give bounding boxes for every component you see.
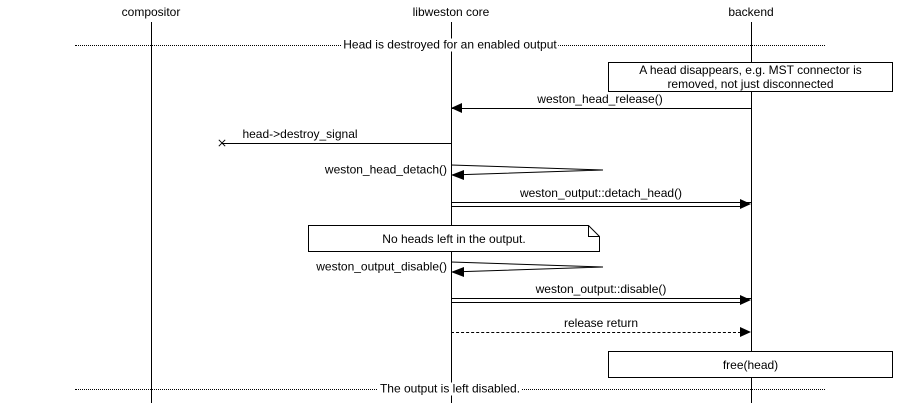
message-line-weston-head-release	[451, 108, 751, 109]
lifeline-libweston-core	[451, 22, 452, 403]
note-free-head-text: free(head)	[722, 357, 779, 372]
note-free-head: free(head)	[608, 351, 893, 378]
lifeline-compositor	[151, 22, 152, 403]
divider-label-bottom: The output is left disabled.	[377, 381, 523, 396]
message-label-release-return: release return	[560, 317, 642, 330]
lifeline-backend	[751, 22, 752, 403]
note-no-heads-left-text: No heads left in the output.	[382, 231, 526, 246]
message-line-output-disable-top	[451, 298, 751, 299]
selfcall-weston-output-disable	[451, 257, 611, 283]
participant-label-backend: backend	[728, 5, 774, 19]
note-head-disappears: A head disappears, e.g. MST connector is…	[608, 62, 893, 92]
arrowhead-output-disable	[740, 295, 751, 305]
selfcall-weston-head-detach	[451, 160, 611, 186]
message-line-detach-head-bottom	[451, 206, 741, 207]
message-line-release-return	[451, 332, 741, 333]
message-label-weston-head-release: weston_head_release()	[534, 93, 666, 106]
lost-message-x-icon	[218, 139, 227, 148]
note-head-disappears-line2: removed, not just disconnected	[667, 77, 834, 91]
participant-label-compositor: compositor	[121, 5, 181, 19]
note-head-disappears-line1: A head disappears, e.g. MST connector is	[639, 63, 862, 77]
message-label-head-destroy-signal: head->destroy_signal	[239, 128, 361, 141]
message-line-output-disable-bottom	[451, 302, 741, 303]
arrowhead-weston-head-release	[451, 103, 462, 113]
divider-label-top: Head is destroyed for an enabled output	[341, 37, 559, 52]
participant-label-libweston-core: libweston core	[412, 5, 490, 19]
arrowhead-detach-head	[740, 199, 751, 209]
message-label-weston-output-disable-call: weston_output_disable()	[313, 260, 449, 274]
message-line-head-destroy-signal	[222, 143, 451, 144]
note-no-heads-left: No heads left in the output.	[308, 225, 600, 252]
message-line-detach-head-top	[451, 202, 751, 203]
message-label-weston-output-detach-head: weston_output::detach_head()	[516, 187, 686, 200]
message-label-weston-head-detach: weston_head_detach()	[321, 163, 449, 177]
message-label-weston-output-disable: weston_output::disable()	[532, 283, 670, 296]
arrowhead-release-return	[740, 327, 751, 337]
